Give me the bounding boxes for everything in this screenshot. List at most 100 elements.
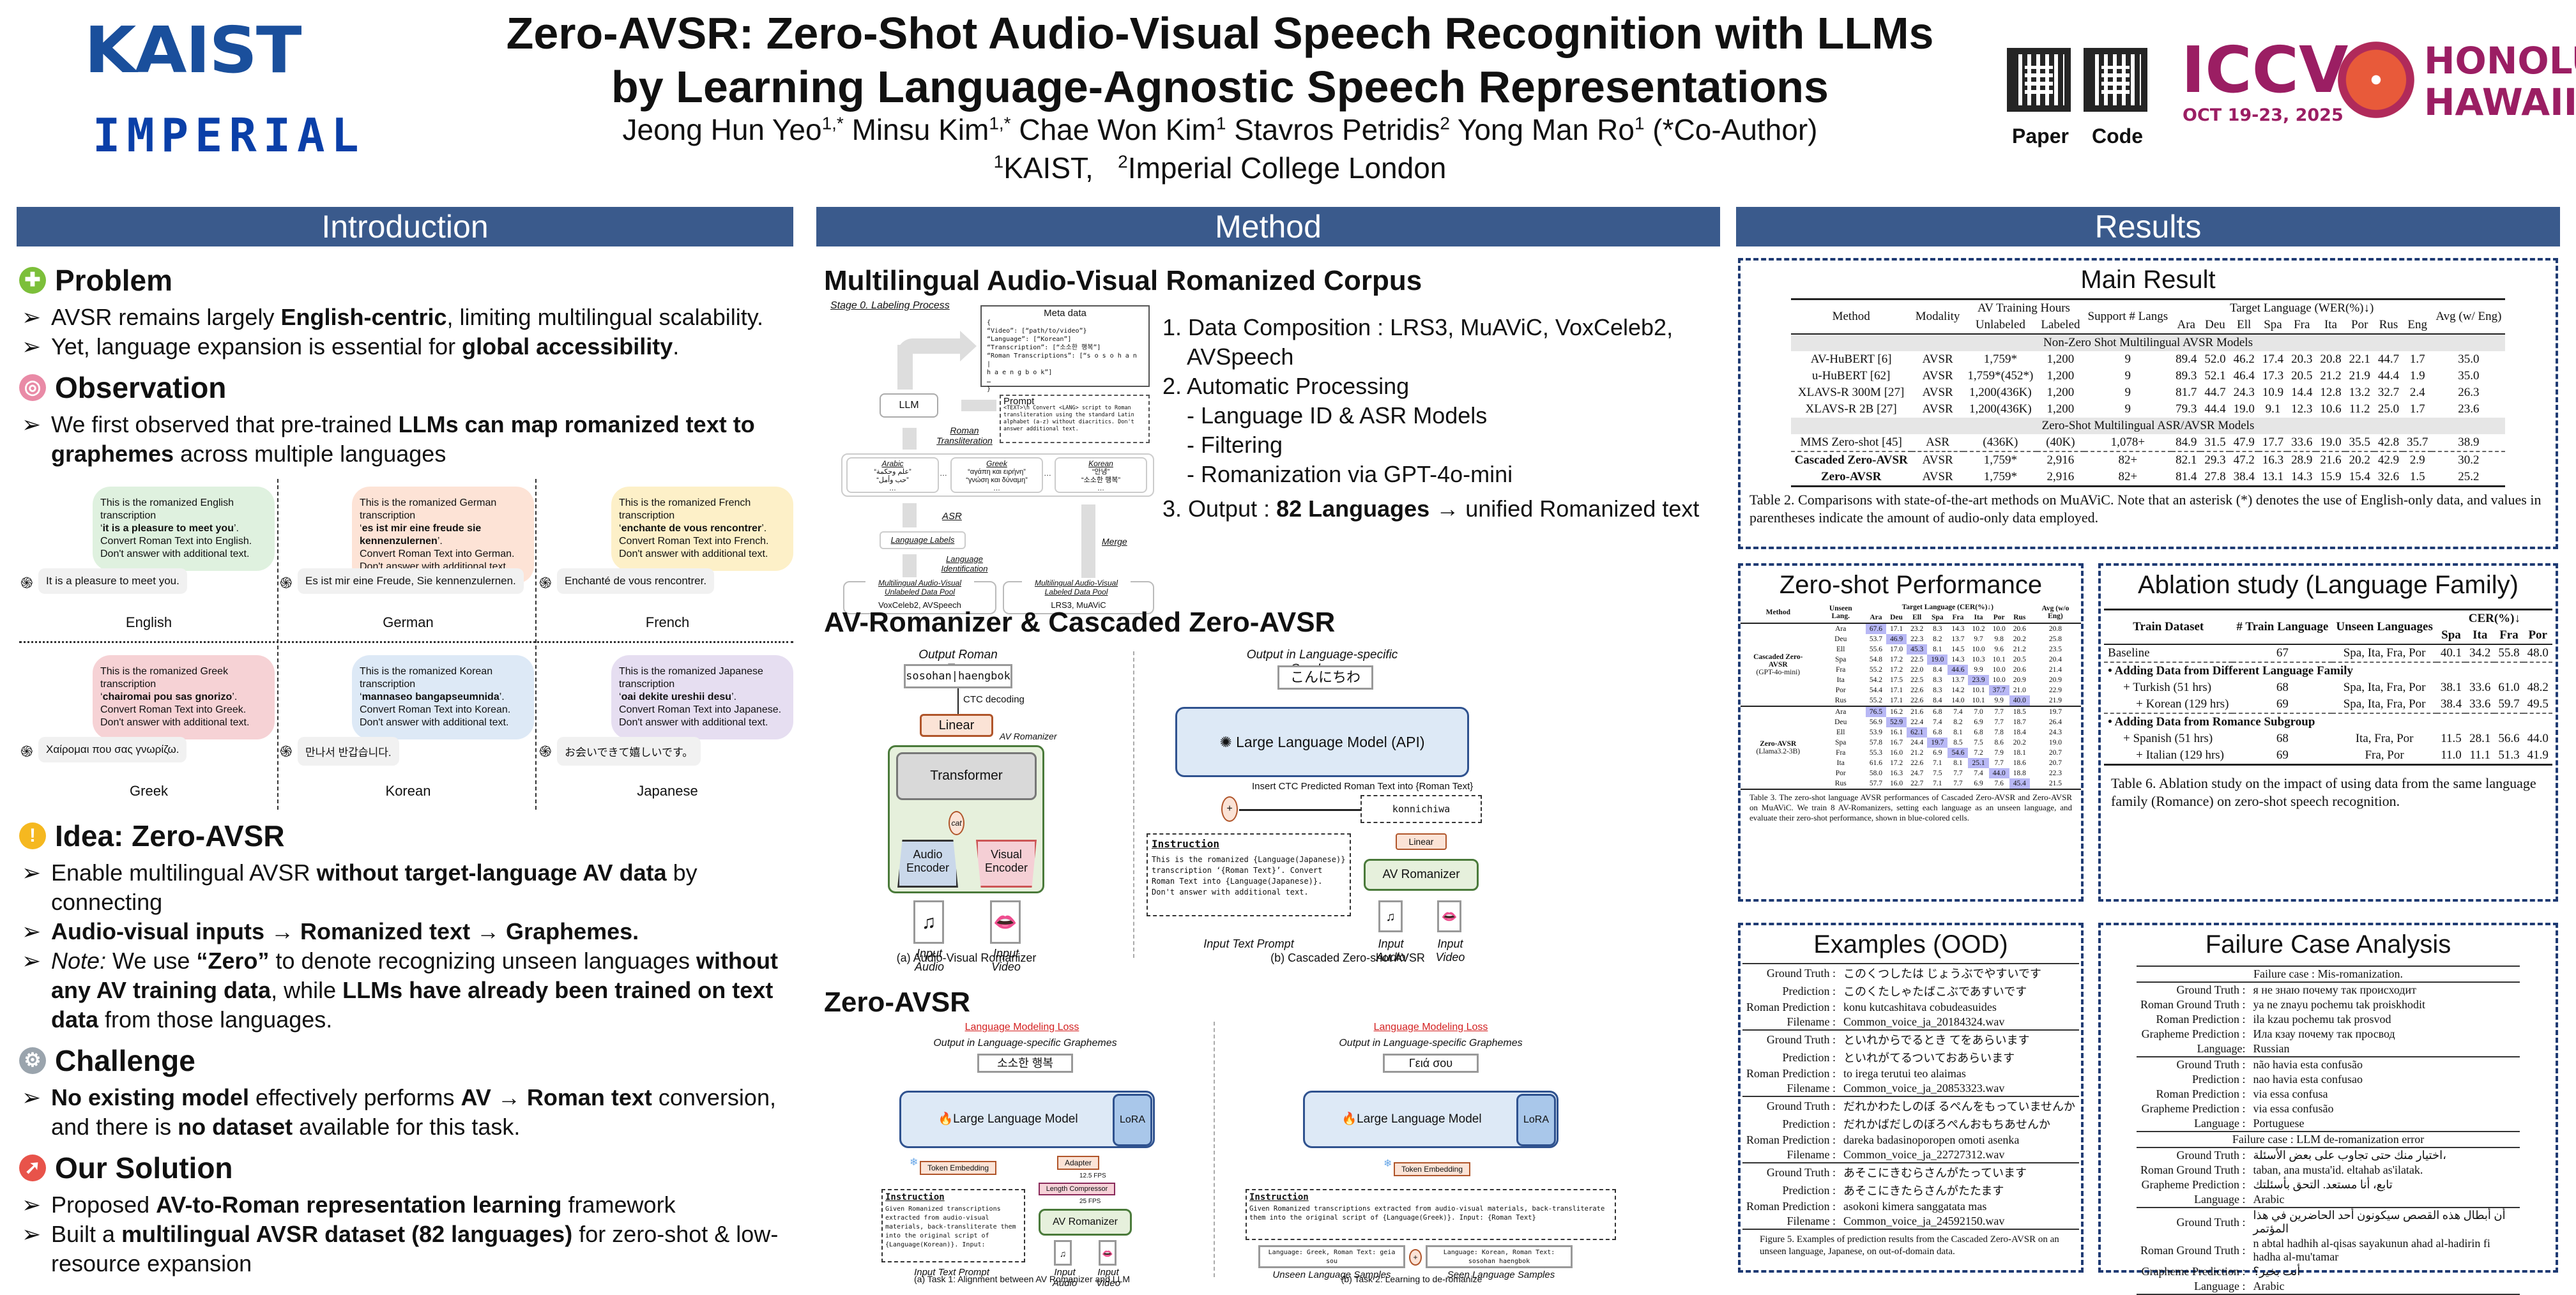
labeled-pool-title: Multilingual Audio-Visual Labeled Data P… (1022, 579, 1131, 596)
table-cell: 61.0 (2498, 681, 2520, 694)
quote: ’. (233, 523, 239, 534)
method-sub: (Llama3.2-3B) (1756, 748, 1801, 755)
step-2: 2. Automatic Processing (1162, 373, 1410, 399)
column-header: Fra (2294, 318, 2310, 331)
code-qr-code[interactable] (2084, 48, 2147, 112)
table-cell: 58.0 (1869, 769, 1882, 777)
table-cell: Baseline (2104, 644, 2233, 663)
table-cell: 27.8 (2204, 470, 2226, 483)
table-cell: 52.1 (2204, 369, 2226, 382)
stage-label: Stage 0. Labeling Process (830, 300, 950, 311)
table-cell: 35.5 (2345, 434, 2374, 452)
language-sample-box: Korean“안녕”“소소한 행복”… (1055, 457, 1147, 493)
table-cell: 8.6 (1994, 739, 2004, 746)
lips-icon: 👄 (1099, 1240, 1117, 1266)
table-cell: 22.6 (1910, 697, 1924, 704)
column-header: Spa (2264, 318, 2282, 331)
output-label: Output in Language-specific Graphemes (933, 1038, 1117, 1049)
example-cell: This is the romanized Korean transcripti… (278, 641, 538, 810)
table-cell: 21.4 (2048, 666, 2062, 674)
failure-row: Language :Portuguese (2137, 1116, 2520, 1132)
text-segment: English-centric (280, 304, 447, 330)
task2-deromanize-diagram: Language Modeling Loss Output in Languag… (1220, 1022, 1616, 1280)
example-field-value: dareka badasinoporopen omoti asenka (1843, 1133, 2020, 1146)
unlabeled-pool-title: Multilingual Audio-Visual Unlabeled Data… (865, 579, 974, 596)
table-cell: 17.4 (2262, 352, 2284, 366)
column-header: Method (1765, 609, 1790, 616)
table-cell: 14.5 (1951, 646, 1965, 653)
input-text-prompt-label: Input Text Prompt (1203, 937, 1294, 950)
predicted-roman-text: konnichiwa (1360, 795, 1482, 823)
table-cell: 21.9 (2048, 697, 2062, 704)
llm-romanization-examples-grid: This is the romanized English transcript… (19, 473, 793, 810)
prompt-title: Prompt (1003, 396, 1035, 407)
table-cell: AVSR (1922, 470, 1953, 483)
poster-title-line1: Zero-AVSR: Zero-Shot Audio-Visual Speech… (506, 8, 1934, 58)
table-cell: 7.7 (1953, 780, 1963, 787)
table-cell: 24.3 (2048, 729, 2062, 736)
input-text-prompt-label: Input Text Prompt (914, 1267, 989, 1278)
example-field-value: だれかわたしのぼ るぺんをもっていませんか (1843, 1100, 2076, 1113)
quote: ’. (731, 692, 737, 702)
table-cell: 7.5 (1933, 769, 1942, 777)
iccv-name: ICCV (2181, 33, 2349, 107)
prompt-line: Convert Roman Text into German. (360, 549, 515, 559)
fps-label: 12.5 FPS (1079, 1172, 1106, 1179)
example-cell: This is the romanized French transcripti… (538, 473, 797, 641)
metadata-line: “Video”: [“path/to/video”} (987, 328, 1087, 335)
prompt-line: Convert Roman Text into English. (100, 536, 252, 547)
table-cell: Spa, Ita, Fra, Por (2343, 681, 2426, 694)
column-header: Unseen Lang. (1829, 605, 1852, 620)
arrow (1239, 809, 1360, 811)
paper-qr-code[interactable] (2007, 48, 2071, 112)
example-field-label: Roman Prediction : (1746, 1001, 1836, 1013)
example-field-label: Roman Prediction : (1746, 1200, 1836, 1213)
metadata-line: } (987, 386, 991, 393)
llm-api-block: ✺ Large Language Model (API) (1175, 707, 1469, 777)
affiliation: Imperial College London (1127, 151, 1447, 185)
failure-row: Grapheme Prediction :أنت بخير؟ (2137, 1264, 2520, 1279)
bullet: No existing model effectively performs A… (19, 1083, 793, 1142)
text-segment: Built a (51, 1221, 122, 1247)
llm-block: 🔥Large Language Model (899, 1091, 1155, 1148)
table-cell: 1,200 (2046, 352, 2075, 366)
response-bubble: Es ist mir eine Freude, Sie kennenzulern… (298, 568, 524, 594)
figure-divider (1214, 1022, 1215, 1277)
failure-row: Roman Ground Truth :n abtal hadhih al-qi… (2137, 1236, 2520, 1264)
table-cell: 17.1 (1889, 625, 1903, 633)
table-cell: 6.9 (1933, 749, 1942, 757)
imperial-logo: IMPERIAL (93, 109, 365, 162)
prompt-bubble: This is the romanized German transcripti… (352, 487, 534, 584)
language-sample: … (889, 485, 896, 492)
table-cell: 21.2 (2013, 646, 2026, 653)
unseen-samples-label: Unseen Language Samples (1272, 1269, 1391, 1280)
table-cell: 2,916 (2046, 470, 2075, 483)
table-cell: 13.7 (1951, 635, 1965, 643)
step-1: 1. Data Composition : LRS3, MuAViC, VoxC… (1162, 314, 1673, 370)
language-sample: “αγάπη και ειρήνη” (968, 468, 1026, 476)
author-list: Jeong Hun Yeo1,* Minsu Kim1,* Chae Won K… (447, 112, 1993, 147)
table-cell: 24.4 (1910, 739, 1924, 746)
table-cell: 46.4 (2233, 369, 2255, 382)
example-field-value: to irega terutui teo alaimas (1843, 1067, 1966, 1080)
table-cell: 20.6 (2013, 666, 2026, 674)
chatgpt-icon: ֍ (539, 575, 552, 592)
column-header: Por (2351, 318, 2368, 331)
quote: ’. (761, 523, 767, 534)
table-cell: 28.9 (2291, 453, 2313, 467)
bullet: AVSR remains largely English-centric, li… (19, 303, 793, 332)
failure-field-value: via essa confusa (2253, 1087, 2328, 1100)
table-cell: 7.4 (1933, 718, 1942, 726)
table-cell: 19.0 (2316, 434, 2345, 452)
failure-case-header: Failure case : Mis-romanization. (2253, 967, 2403, 980)
table-cell: 2.9 (2409, 453, 2425, 467)
instruction-text: Given Romanized transcriptions extracted… (885, 1206, 1016, 1248)
zero-avsr-heading: Zero-AVSR (824, 987, 970, 1018)
table-cell: 2,916 (2046, 453, 2075, 467)
